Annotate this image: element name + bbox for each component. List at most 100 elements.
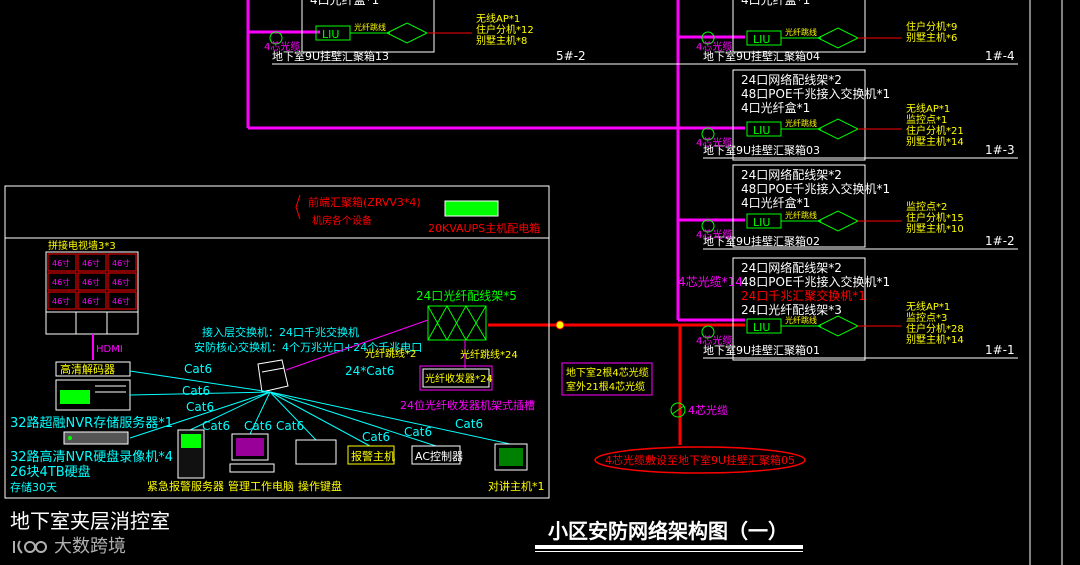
cabinet-box	[732, 0, 866, 53]
jumper-label: 光纤跳线	[785, 210, 817, 220]
svg-text:24位光纤收发器机架式插槽: 24位光纤收发器机架式插槽	[400, 398, 535, 412]
device-label: 别墅主机*10	[906, 222, 964, 235]
device-label: 无线AP*1	[906, 102, 950, 115]
logo-text: 大数跨境	[54, 536, 126, 557]
svg-text:32路超融NVR存储服务器*1: 32路超融NVR存储服务器*1	[10, 415, 173, 431]
fiber-note-1: 地下室2根4芯光缆	[566, 366, 649, 379]
liu-label: LIU	[753, 124, 770, 137]
cabinet-line: 24口光纤配线架*3	[741, 303, 842, 317]
device-label: 住户分机*12	[476, 23, 534, 36]
wall-screen	[77, 253, 107, 272]
cabinet-c03: 24口网络配线架*248口POE千兆接入交换机*14口光纤盒*1LIU光纤跳线地…	[696, 69, 1018, 161]
fiber-label: 4芯光缆	[264, 40, 300, 53]
wall-screen	[47, 272, 77, 291]
odf-rack: 24口光纤配线架*5 光纤跳线*2 光纤跳线*24 24*Cat6 光纤收发器*…	[285, 289, 535, 412]
fiber-marker	[701, 31, 715, 45]
cabinet-name: 地下室9U挂壁汇聚箱03	[703, 143, 820, 157]
switch-icon	[816, 315, 860, 337]
wall-screen-label: 46寸	[82, 258, 100, 268]
device-label: 监控点*3	[906, 311, 947, 324]
wall-screen-label: 46寸	[52, 296, 70, 306]
device-label: 监控点*1	[906, 113, 947, 126]
cabinet-line: 4口光纤盒*1	[310, 0, 379, 7]
device-label: 住户分机*15	[906, 211, 964, 224]
cabinet-name: 地下室9U挂壁汇聚箱13	[272, 49, 389, 63]
fiber-label: 4芯光缆	[696, 334, 732, 347]
title-underline-thin	[535, 551, 803, 552]
cabinet-tag: 1#-4	[985, 49, 1015, 63]
fiber-note-box	[561, 362, 653, 396]
cat6-line	[269, 391, 511, 445]
cabinet-tag: 5#-2	[556, 49, 586, 63]
svg-text:报警主机: 报警主机	[351, 449, 395, 463]
wall-screen	[107, 291, 137, 310]
cat6-label: Cat6	[455, 417, 483, 431]
svg-text:前端汇聚箱(ZRVV3*4): 前端汇聚箱(ZRVV3*4)	[308, 195, 421, 209]
cat6-label: Cat6	[244, 419, 272, 433]
cat6-line	[129, 391, 271, 439]
switch-icon	[816, 210, 860, 232]
equipment-row: 紧急报警服务器 管理工作电脑 操作键盘 报警主机 AC控制器 对讲主机*1	[147, 429, 545, 493]
cabinet-tag: 1#-1	[985, 343, 1015, 357]
svg-text:HDMI: HDMI	[96, 344, 123, 355]
cat6-label: Cat6	[404, 425, 432, 439]
wall-screen	[77, 291, 107, 310]
title-underline	[535, 545, 803, 549]
svg-text:高清解码器: 高清解码器	[60, 362, 115, 376]
cabinet-box	[301, 0, 435, 53]
device-label: 别墅主机*8	[476, 34, 527, 47]
server-stack: 高清解码器 32路超融NVR存储服务器*1 32路高清NVR硬盘录像机*4 26…	[10, 361, 173, 494]
wall-screen-label: 46寸	[52, 277, 70, 287]
svg-text:光纤收发器*24: 光纤收发器*24	[425, 372, 493, 385]
cabinet05-ellipse-text: 4芯光缆敷设至地下室9U挂壁汇聚箱05	[605, 453, 795, 467]
cat6-line	[269, 391, 371, 447]
svg-text:接入层交换机：24口千兆交换机: 接入层交换机：24口千兆交换机	[202, 325, 359, 339]
device-label: 别墅主机*14	[906, 333, 964, 346]
svg-text:24*Cat6: 24*Cat6	[345, 364, 394, 378]
diagram-title: 小区安防网络架构图（一）	[548, 519, 788, 543]
device-label: 无线AP*1	[906, 300, 950, 313]
core-switch: 接入层交换机：24口千兆交换机 安防核心交换机：4个万兆光口+24个千兆电口	[194, 325, 422, 393]
jumper-label: 光纤跳线	[785, 27, 817, 37]
cat6-label: Cat6	[184, 362, 212, 376]
cabinet-box	[732, 69, 866, 161]
junction-dot	[555, 320, 565, 330]
svg-text:管理工作电脑: 管理工作电脑	[228, 479, 294, 493]
wall-screen	[107, 272, 137, 291]
device-label: 住户分机*9	[906, 20, 957, 33]
logo-icon	[13, 540, 47, 554]
wall-screen	[47, 253, 77, 272]
device-label: 住户分机*21	[906, 124, 964, 137]
fiber-marker	[701, 219, 715, 233]
power-row: 前端汇聚箱(ZRVV3*4) 机房各个设备 20KVAUPS主机配电箱	[295, 194, 540, 235]
device-label: 别墅主机*6	[906, 31, 957, 44]
cat6-line	[249, 391, 271, 435]
device-label: 住户分机*28	[906, 322, 964, 335]
svg-text:对讲主机*1: 对讲主机*1	[488, 479, 545, 493]
cat6-label: Cat6	[186, 400, 214, 414]
cabinet-line: 48口POE千兆接入交换机*1	[741, 274, 890, 289]
fiber-marker	[701, 325, 715, 339]
cabinet-line: 24口网络配线架*2	[741, 260, 842, 275]
cat6-label: Cat6	[362, 430, 390, 444]
cabinet-name: 地下室9U挂壁汇聚箱02	[703, 234, 820, 248]
cabinet-name: 地下室9U挂壁汇聚箱04	[703, 49, 820, 63]
wall-screen-label: 46寸	[112, 277, 130, 287]
jumper-label: 光纤跳线	[785, 118, 817, 128]
svg-text:24口光纤配线架*5: 24口光纤配线架*5	[416, 289, 517, 303]
cabinet-line: 4口光纤盒*1	[741, 195, 810, 210]
cat6-line	[129, 370, 271, 393]
device-label: 监控点*2	[906, 200, 947, 213]
switch-icon	[385, 22, 429, 44]
svg-text:32路高清NVR硬盘录像机*4: 32路高清NVR硬盘录像机*4	[10, 449, 173, 465]
svg-text:AC控制器: AC控制器	[415, 449, 463, 463]
svg-text:光纤跳线*24: 光纤跳线*24	[460, 348, 518, 361]
liu-label: LIU	[322, 28, 339, 41]
control-room-outer	[4, 185, 550, 499]
fiber-label: 4芯光缆	[696, 136, 732, 149]
